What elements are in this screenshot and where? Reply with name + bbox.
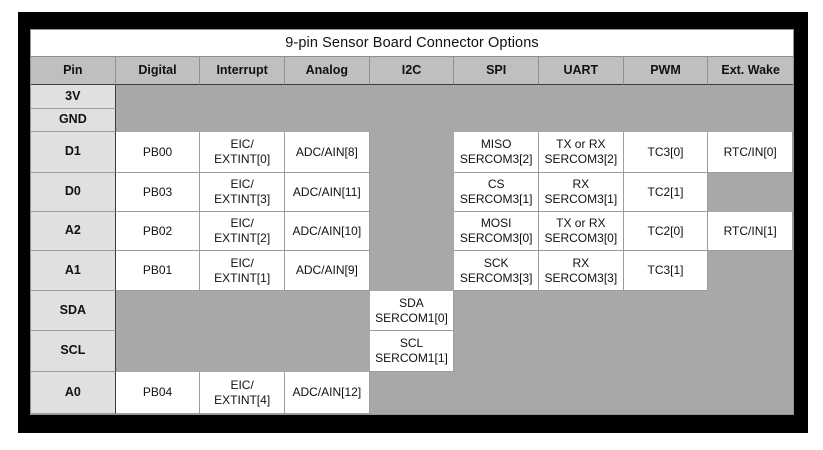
value-cell: RTC/IN[1] [708,212,793,251]
empty-cell [708,291,793,331]
empty-cell [200,109,285,132]
empty-cell [539,109,624,132]
empty-cell [539,85,624,109]
pin-cell-sda: SDA [31,291,116,331]
empty-cell [539,331,624,372]
empty-cell [454,291,539,331]
value-cell: PB00 [115,132,201,173]
value-cell: EIC/ EXTINT[2] [200,212,285,251]
value-cell: MOSI SERCOM3[0] [454,212,539,251]
value-cell: ADC/AIN[12] [284,372,370,414]
empty-cell [708,331,793,372]
pin-cell-scl: SCL [31,331,116,372]
empty-cell [370,109,455,132]
empty-cell [708,372,793,414]
empty-cell [370,251,455,291]
column-header-analog: Analog [284,57,370,85]
pin-cell-d1: D1 [31,132,116,173]
value-cell: SCL SERCOM1[1] [369,331,455,372]
empty-cell [454,331,539,372]
connector-table: 9-pin Sensor Board Connector Options Pin… [30,29,794,415]
pin-cell-a2: A2 [31,212,116,251]
value-cell: TC3[0] [623,132,709,173]
value-cell: SCK SERCOM3[3] [454,251,539,291]
value-cell: EIC/ EXTINT[4] [200,372,285,414]
value-cell: MISO SERCOM3[2] [454,132,539,173]
table-title: 9-pin Sensor Board Connector Options [31,30,793,57]
value-cell: TC3[1] [623,251,709,291]
pin-cell-3v: 3V [31,85,116,109]
value-cell: CS SERCOM3[1] [454,173,539,212]
empty-cell [370,85,455,109]
empty-cell [624,372,709,414]
empty-cell [116,85,201,109]
value-cell: PB01 [115,251,201,291]
empty-cell [285,109,370,132]
empty-cell [454,372,539,414]
empty-cell [200,85,285,109]
value-cell: TX or RX SERCOM3[2] [538,132,624,173]
empty-cell [454,109,539,132]
empty-cell [624,331,709,372]
value-cell: RX SERCOM3[3] [538,251,624,291]
value-cell: ADC/AIN[9] [284,251,370,291]
column-header-uart: UART [538,57,624,85]
empty-cell [539,372,624,414]
value-cell: PB04 [115,372,201,414]
empty-cell [624,109,709,132]
column-header-spi: SPI [454,57,539,85]
value-cell: ADC/AIN[10] [284,212,370,251]
empty-cell [370,173,455,212]
value-cell: RX SERCOM3[1] [538,173,624,212]
black-frame: 9-pin Sensor Board Connector Options Pin… [18,12,808,433]
empty-cell [370,372,455,414]
empty-cell [708,109,793,132]
empty-cell [116,291,201,331]
empty-cell [539,291,624,331]
pin-cell-a1: A1 [31,251,116,291]
value-cell: SDA SERCOM1[0] [369,291,455,331]
value-cell: ADC/AIN[8] [284,132,370,173]
empty-cell [708,173,793,212]
empty-cell [708,85,793,109]
value-cell: TX or RX SERCOM3[0] [538,212,624,251]
empty-cell [370,132,455,173]
value-cell: TC2[1] [623,173,709,212]
empty-cell [285,85,370,109]
value-cell: EIC/ EXTINT[1] [200,251,285,291]
column-header-interrupt: Interrupt [200,57,285,85]
column-header-ext-wake: Ext. Wake [708,57,793,85]
value-cell: PB03 [115,173,201,212]
empty-cell [285,291,370,331]
empty-cell [285,331,370,372]
pin-cell-d0: D0 [31,173,116,212]
column-header-pwm: PWM [623,57,709,85]
empty-cell [370,212,455,251]
empty-cell [116,109,201,132]
empty-cell [624,85,709,109]
empty-cell [116,331,201,372]
empty-cell [708,251,793,291]
column-header-digital: Digital [115,57,201,85]
pin-cell-gnd: GND [31,109,116,132]
value-cell: ADC/AIN[11] [284,173,370,212]
value-cell: PB02 [115,212,201,251]
empty-cell [200,291,285,331]
empty-cell [624,291,709,331]
column-header-pin: Pin [31,57,116,85]
value-cell: RTC/IN[0] [708,132,793,173]
value-cell: TC2[0] [623,212,709,251]
column-header-i2c: I2C [369,57,455,85]
value-cell: EIC/ EXTINT[0] [200,132,285,173]
empty-cell [200,331,285,372]
pin-cell-a0: A0 [31,372,116,414]
empty-cell [454,85,539,109]
value-cell: EIC/ EXTINT[3] [200,173,285,212]
